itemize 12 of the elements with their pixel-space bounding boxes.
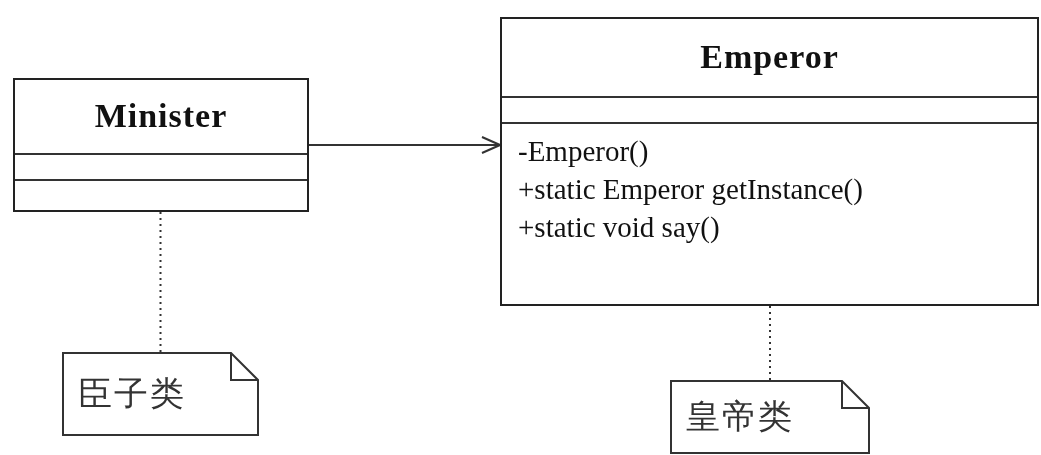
note-text: 皇帝类 <box>686 397 794 437</box>
class-box <box>500 17 1039 306</box>
method-signature: +static void say() <box>518 209 721 245</box>
association-arrow <box>308 136 501 154</box>
note-text: 臣子类 <box>78 374 186 414</box>
method-signature: +static Emperor getInstance() <box>518 171 864 207</box>
class-name: Minister <box>94 97 228 136</box>
dotted-line <box>769 305 771 381</box>
method-signature: -Emperor() <box>518 133 650 169</box>
class-box <box>13 78 309 212</box>
dotted-line <box>159 211 162 353</box>
class-name: Emperor <box>700 38 839 77</box>
